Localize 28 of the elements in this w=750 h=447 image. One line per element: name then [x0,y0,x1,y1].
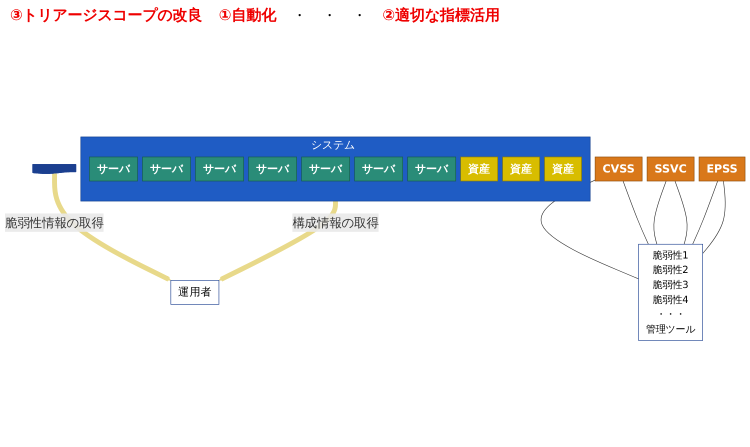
node-box: サーバ [142,156,191,182]
connector [622,181,649,245]
ellipsis-dot: ・ [322,6,336,24]
node-box: サーバ [301,156,350,182]
node-box: サーバ [195,156,244,182]
connector [674,181,688,245]
connector [702,181,726,254]
annotation-text: ①自動化 [218,6,276,25]
node-box: EPSS [698,156,746,182]
node-box: サーバ [248,156,297,182]
node-box: CVSS [594,156,642,182]
edge-label: 脆弱性情報の取得 [4,216,104,230]
node-box: 脆弱性1 脆弱性2 脆弱性3 脆弱性4 ・・・ 管理ツール [638,244,703,342]
node-box: 資産 [460,156,498,182]
node-box: 運用者 [170,280,220,305]
node-box: 資産 [544,156,582,182]
connector [692,181,718,245]
connector [654,181,666,245]
node-box: 資産 [502,156,540,182]
ellipsis-dot: ・ [292,6,306,24]
edge-label: 構成情報の取得 [292,216,379,230]
node-box: サーバ [407,156,456,182]
node-box: サーバ [354,156,404,182]
annotation-text: ③トリアージスコープの改良 [10,6,203,25]
annotation-text: ②適切な指標活用 [382,6,500,25]
node-box: SSVC [646,156,694,182]
ellipsis-dot: ・ [352,6,366,24]
node-box: サーバ [89,156,138,182]
